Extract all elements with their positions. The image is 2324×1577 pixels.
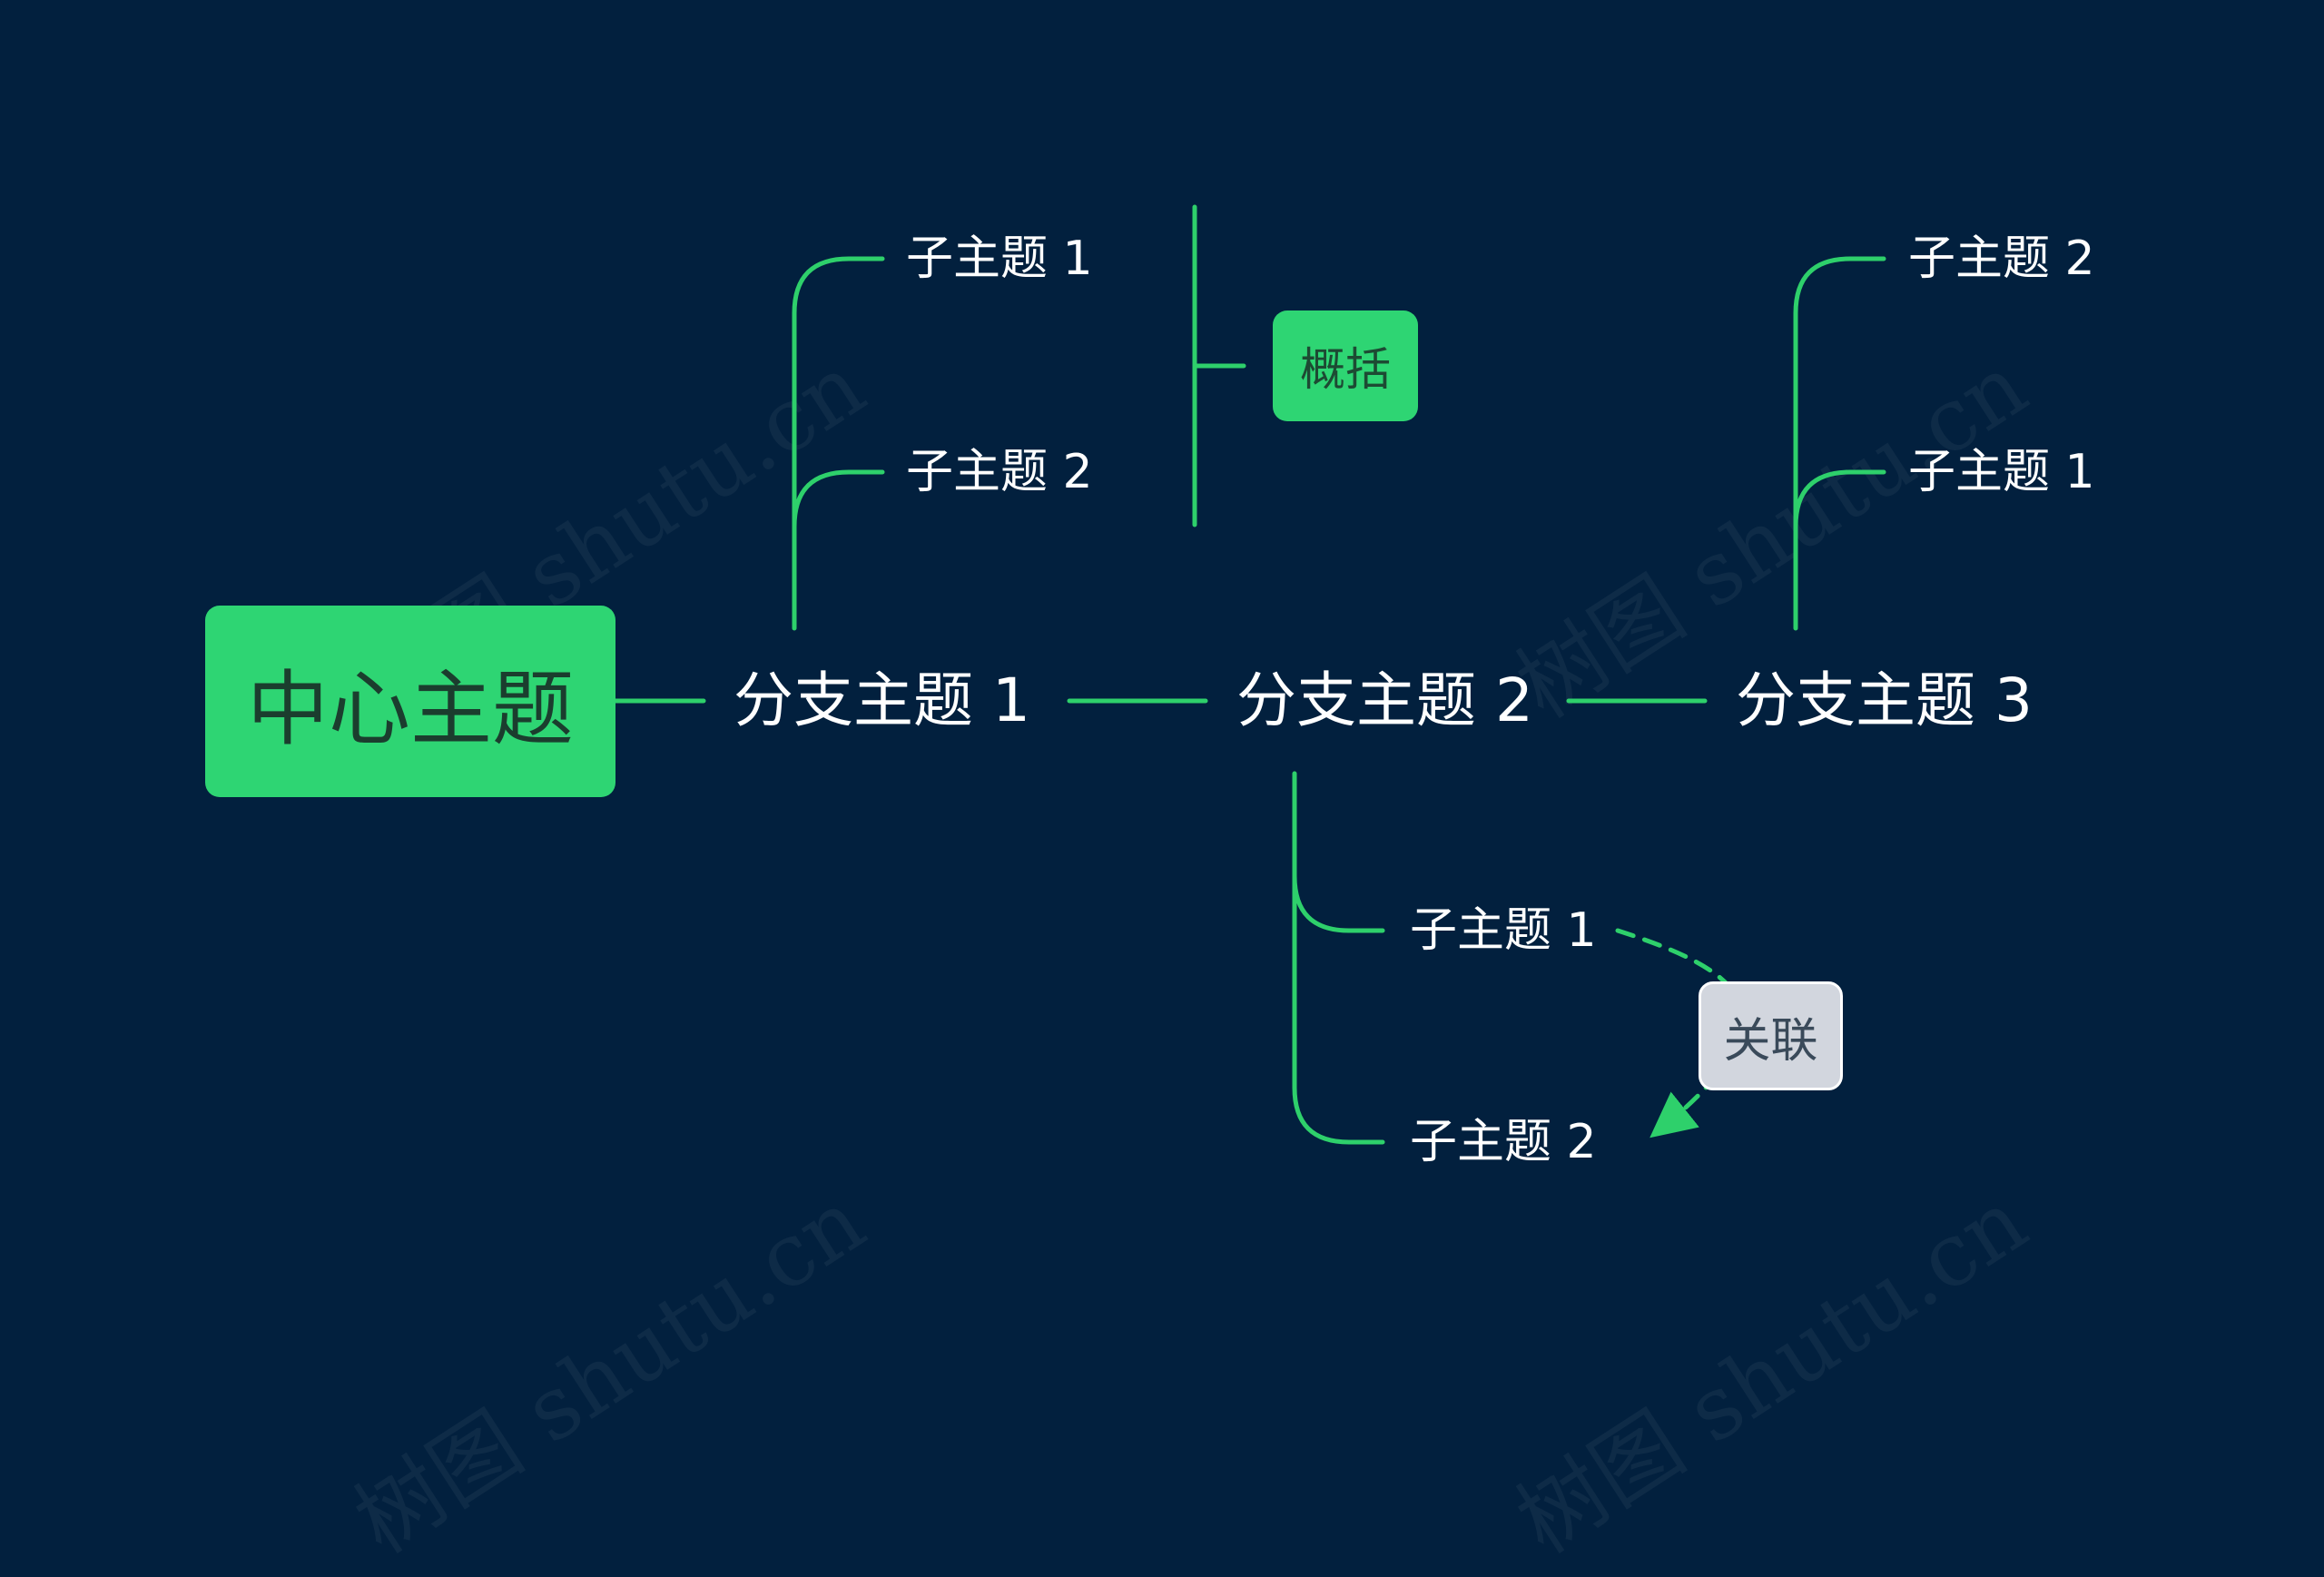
central-topic-label: 中心主题 (247, 661, 574, 757)
mindmap-canvas: 树图 shutu.cn 树图 shutu.cn 树图 shutu.cn 树图 s… (205, 204, 2095, 1572)
subtopic-branch2-2[interactable]: 子主题 2 (1410, 1115, 1597, 1169)
branch-topic-1[interactable]: 分支主题 1 (734, 665, 1030, 735)
summary-label: 概括 (1300, 343, 1391, 396)
subtopic-branch2-1[interactable]: 子主题 1 (1410, 903, 1597, 958)
subtopic-branch3-2[interactable]: 子主题 1 (1908, 445, 2095, 499)
summary-node[interactable]: 概括 (1273, 310, 1418, 421)
branch-topic-2[interactable]: 分支主题 2 (1236, 665, 1533, 735)
branch-topic-3[interactable]: 分支主题 3 (1736, 665, 2033, 735)
relationship-label: 关联 (1723, 1013, 1818, 1069)
connector-branch1-subtopics (792, 256, 885, 631)
subtopic-branch1-1[interactable]: 子主题 1 (906, 232, 1093, 286)
subtopic-branch1-2[interactable]: 子主题 2 (906, 445, 1093, 499)
summary-bracket (1192, 204, 1246, 527)
connector-branch3-subtopics (1793, 256, 1886, 631)
central-topic-node[interactable]: 中心主题 (205, 606, 615, 797)
connector-branch2-subtopics (1292, 771, 1385, 1145)
relationship-label-node[interactable]: 关联 (1699, 981, 1843, 1090)
subtopic-branch3-1[interactable]: 子主题 2 (1908, 232, 2095, 286)
